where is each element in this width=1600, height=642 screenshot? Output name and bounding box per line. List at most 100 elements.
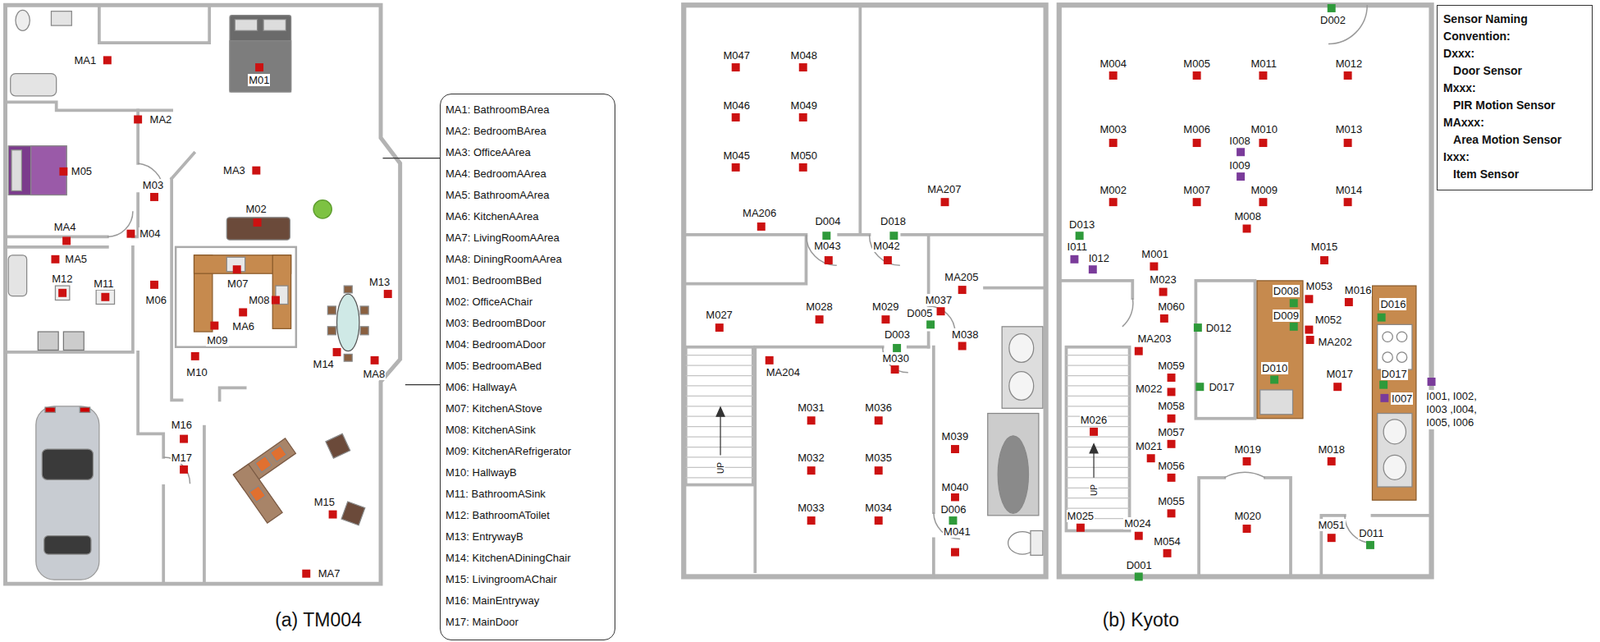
tm004-furniture [255, 456, 272, 473]
sensor-marker [799, 63, 808, 72]
sensor-marker [958, 341, 967, 350]
legend-entry: M13: EntrywayB [445, 525, 610, 548]
sensor-marker [100, 292, 110, 302]
sensor-marker [1258, 138, 1267, 147]
tm004-furniture [44, 535, 92, 554]
sensor-label: M019 [1234, 443, 1263, 456]
sensor-marker [1193, 323, 1203, 332]
legend-entry: M01: BedroomBBed [445, 269, 610, 292]
sensor-label: MA204 [765, 365, 801, 379]
tm004-furniture [337, 293, 360, 352]
sensor-marker [950, 548, 960, 557]
sensor-marker [255, 63, 264, 72]
tm004-furniture [341, 501, 366, 526]
sensor-marker [384, 289, 393, 298]
tm004-furniture [45, 406, 55, 412]
sensor-marker [1236, 147, 1245, 156]
sensor-label: M031 [796, 401, 826, 414]
convention-text: Area Motion Sensor [1443, 131, 1587, 149]
sensor-marker [1109, 71, 1118, 80]
convention-text: Mxxx: [1443, 79, 1587, 97]
sensor-marker [1344, 297, 1354, 307]
tm004-furniture [233, 463, 283, 523]
legend-entry: M15: LivingroomAChair [445, 568, 610, 590]
sensor-marker [883, 256, 892, 265]
sensor-label: M049 [790, 99, 819, 112]
stair-step [1065, 456, 1130, 458]
sensor-label: MA2 [149, 113, 174, 126]
sensor-label: M057 [1156, 425, 1186, 439]
sensor-marker [1344, 71, 1353, 80]
sensor-marker [62, 236, 71, 245]
sensor-label: M042 [872, 239, 901, 252]
kyoto-fixtures [1260, 389, 1294, 415]
tm004-walls [5, 109, 139, 237]
stair-step [1065, 364, 1130, 366]
tm004-walls [99, 4, 210, 43]
kyoto-fixtures [1377, 324, 1413, 370]
sensor-marker [1289, 298, 1299, 307]
figure-caption: (a) TM004 [272, 608, 365, 631]
sensor-label: MA202 [1317, 335, 1354, 348]
legend-entry: M04: BedroomADoor [445, 333, 610, 356]
sensor-label: M013 [1334, 123, 1364, 136]
tm004-furniture [50, 11, 72, 26]
sensor-marker [133, 114, 142, 124]
sensor-label: M014 [1334, 183, 1364, 197]
sensor-label: M11 [92, 277, 115, 290]
convention-text: Door Sensor [1443, 62, 1587, 80]
legend-entry: MA3: OfficeAArea [445, 141, 610, 164]
stair-step [685, 354, 754, 356]
sensor-marker [1380, 393, 1389, 403]
tm004-furniture [325, 433, 351, 458]
sensor-label: M036 [864, 401, 893, 414]
sensor-marker [1327, 533, 1336, 542]
stair-step [685, 364, 754, 366]
tm004-furniture [226, 217, 290, 240]
sensor-marker [815, 315, 824, 324]
tm004-furniture [63, 331, 84, 350]
kyoto-walls [683, 4, 1046, 235]
sensor-marker [731, 113, 741, 122]
sensor-label: MA3 [222, 164, 247, 177]
sensor-markers [50, 4, 1436, 581]
sensor-label: M007 [1182, 183, 1212, 197]
sensor-marker [757, 222, 766, 231]
sensor-label: MA7 [317, 566, 342, 580]
convention-text: PIR Motion Sensor [1443, 96, 1587, 115]
kyoto-fixtures [1396, 352, 1407, 362]
sensor-label: M026 [1079, 413, 1109, 426]
tm004-walls [202, 426, 206, 584]
sensor-marker [1270, 375, 1279, 384]
sensor-marker [765, 356, 774, 365]
convention-text: MAxxx: [1443, 114, 1587, 132]
sensor-label: M043 [813, 239, 842, 252]
tm004-furniture [360, 326, 369, 335]
sensor-label: D003 [883, 328, 911, 341]
sensor-marker [301, 569, 311, 578]
sensor-marker [799, 113, 808, 122]
kyoto-fixtures [1371, 285, 1416, 500]
stair-step [1065, 425, 1130, 427]
sensor-marker [824, 256, 833, 265]
sensor-marker [799, 163, 808, 172]
convention-text: Sensor Naming Convention: [1443, 10, 1587, 46]
sensor-marker [1289, 322, 1299, 331]
sensor-marker [329, 510, 338, 519]
kyoto-fixtures [1382, 331, 1393, 342]
sensor-marker [1134, 531, 1143, 540]
sensor-marker [1167, 473, 1176, 482]
kyoto-walls [1195, 280, 1255, 419]
sensor-label: M050 [790, 149, 819, 162]
sensor-marker [1243, 224, 1252, 234]
sensor-label: M060 [1156, 300, 1186, 313]
sensor-marker [1193, 197, 1202, 206]
legend-entry: M14: KitchenADiningChair [445, 547, 610, 569]
sensor-marker [1076, 523, 1085, 532]
sensor-label: I011 [1066, 240, 1088, 253]
sensor-marker [1134, 347, 1143, 356]
legend-entry: M06: HallwayA [445, 376, 610, 398]
sensor-label: M052 [1314, 313, 1344, 326]
sensor-label: M059 [1156, 359, 1186, 372]
kyoto-walls [1065, 347, 1130, 531]
